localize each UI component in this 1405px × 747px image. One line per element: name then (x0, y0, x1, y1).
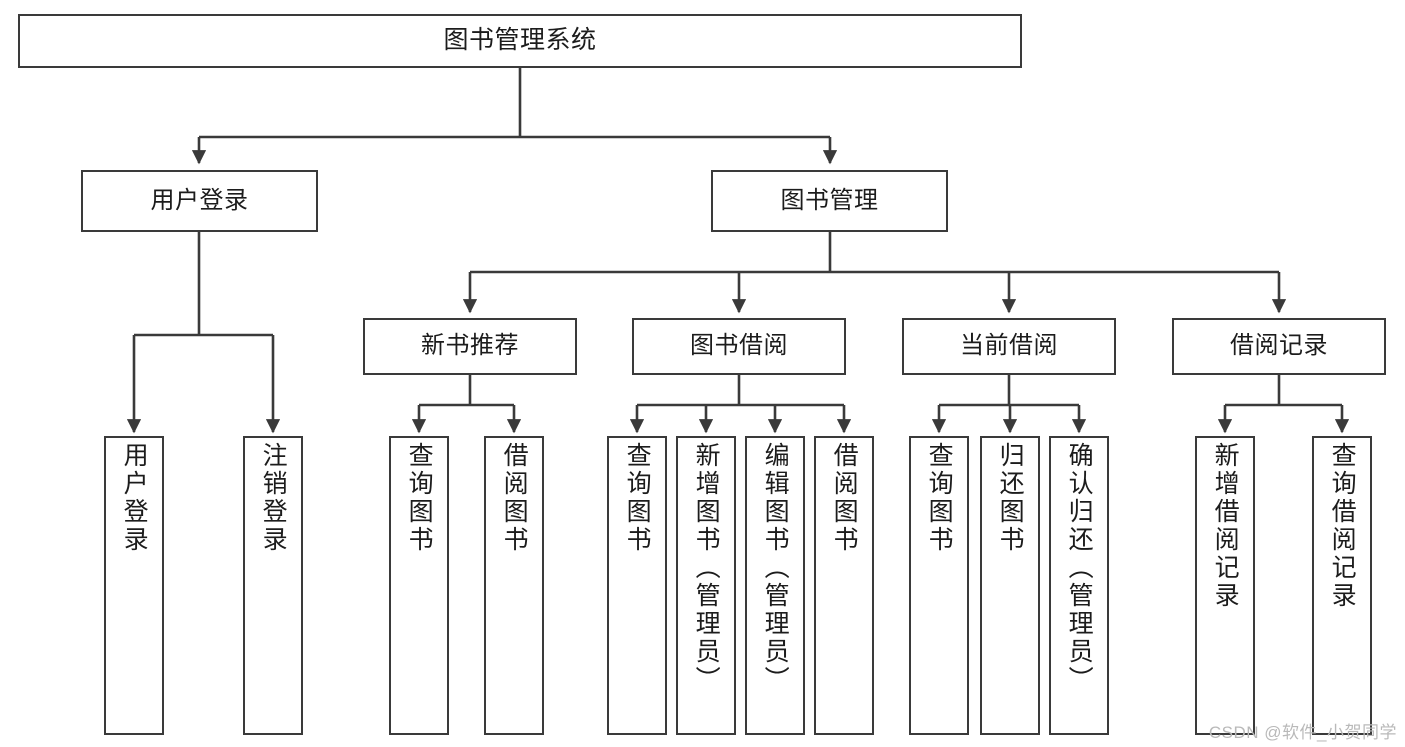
node-root-library-system[interactable]: 图书管理系统 (18, 14, 1022, 68)
node-leaf-edit-book-admin[interactable]: 编辑图书（管理员） (745, 436, 805, 735)
node-leaf-borrow-book[interactable]: 借阅图书 (814, 436, 874, 735)
node-label: 查询图书 (405, 442, 434, 554)
node-leaf-query-book-borrow[interactable]: 查询图书 (607, 436, 667, 735)
node-label: 编辑图书（管理员） (761, 442, 790, 694)
node-book-management[interactable]: 图书管理 (711, 170, 948, 232)
node-label: 新增借阅记录 (1211, 442, 1240, 610)
node-label: 当前借阅 (960, 332, 1058, 360)
node-label: 注销登录 (259, 442, 288, 554)
node-label: 用户登录 (120, 442, 149, 554)
node-label: 图书管理系统 (443, 26, 597, 55)
node-label: 归还图书 (996, 442, 1025, 554)
node-label: 确认归还（管理员） (1065, 442, 1094, 694)
node-label: 查询借阅记录 (1328, 442, 1357, 610)
node-label: 查询图书 (925, 442, 954, 554)
node-current-borrow[interactable]: 当前借阅 (902, 318, 1116, 375)
node-label: 借阅图书 (830, 442, 859, 554)
node-borrow-record[interactable]: 借阅记录 (1172, 318, 1386, 375)
node-leaf-query-book-current[interactable]: 查询图书 (909, 436, 969, 735)
node-label: 图书管理 (780, 186, 879, 214)
node-leaf-add-book-admin[interactable]: 新增图书（管理员） (676, 436, 736, 735)
node-leaf-query-book-recommend[interactable]: 查询图书 (389, 436, 449, 735)
node-label: 借阅图书 (500, 442, 529, 554)
node-new-book-recommend[interactable]: 新书推荐 (363, 318, 577, 375)
node-book-borrow[interactable]: 图书借阅 (632, 318, 846, 375)
node-leaf-confirm-return-admin[interactable]: 确认归还（管理员） (1049, 436, 1109, 735)
node-label: 查询图书 (623, 442, 652, 554)
node-user-login[interactable]: 用户登录 (81, 170, 318, 232)
node-leaf-user-login[interactable]: 用户登录 (104, 436, 164, 735)
node-leaf-query-borrow-record[interactable]: 查询借阅记录 (1312, 436, 1372, 735)
node-label: 用户登录 (150, 186, 249, 214)
node-label: 新书推荐 (421, 332, 519, 360)
node-leaf-logout[interactable]: 注销登录 (243, 436, 303, 735)
node-label: 图书借阅 (690, 332, 788, 360)
node-leaf-return-book[interactable]: 归还图书 (980, 436, 1040, 735)
node-label: 新增图书（管理员） (692, 442, 721, 694)
node-leaf-add-borrow-record[interactable]: 新增借阅记录 (1195, 436, 1255, 735)
node-leaf-borrow-book-recommend[interactable]: 借阅图书 (484, 436, 544, 735)
node-label: 借阅记录 (1230, 332, 1328, 360)
watermark: CSDN @软件_小贺同学 (1208, 723, 1397, 742)
